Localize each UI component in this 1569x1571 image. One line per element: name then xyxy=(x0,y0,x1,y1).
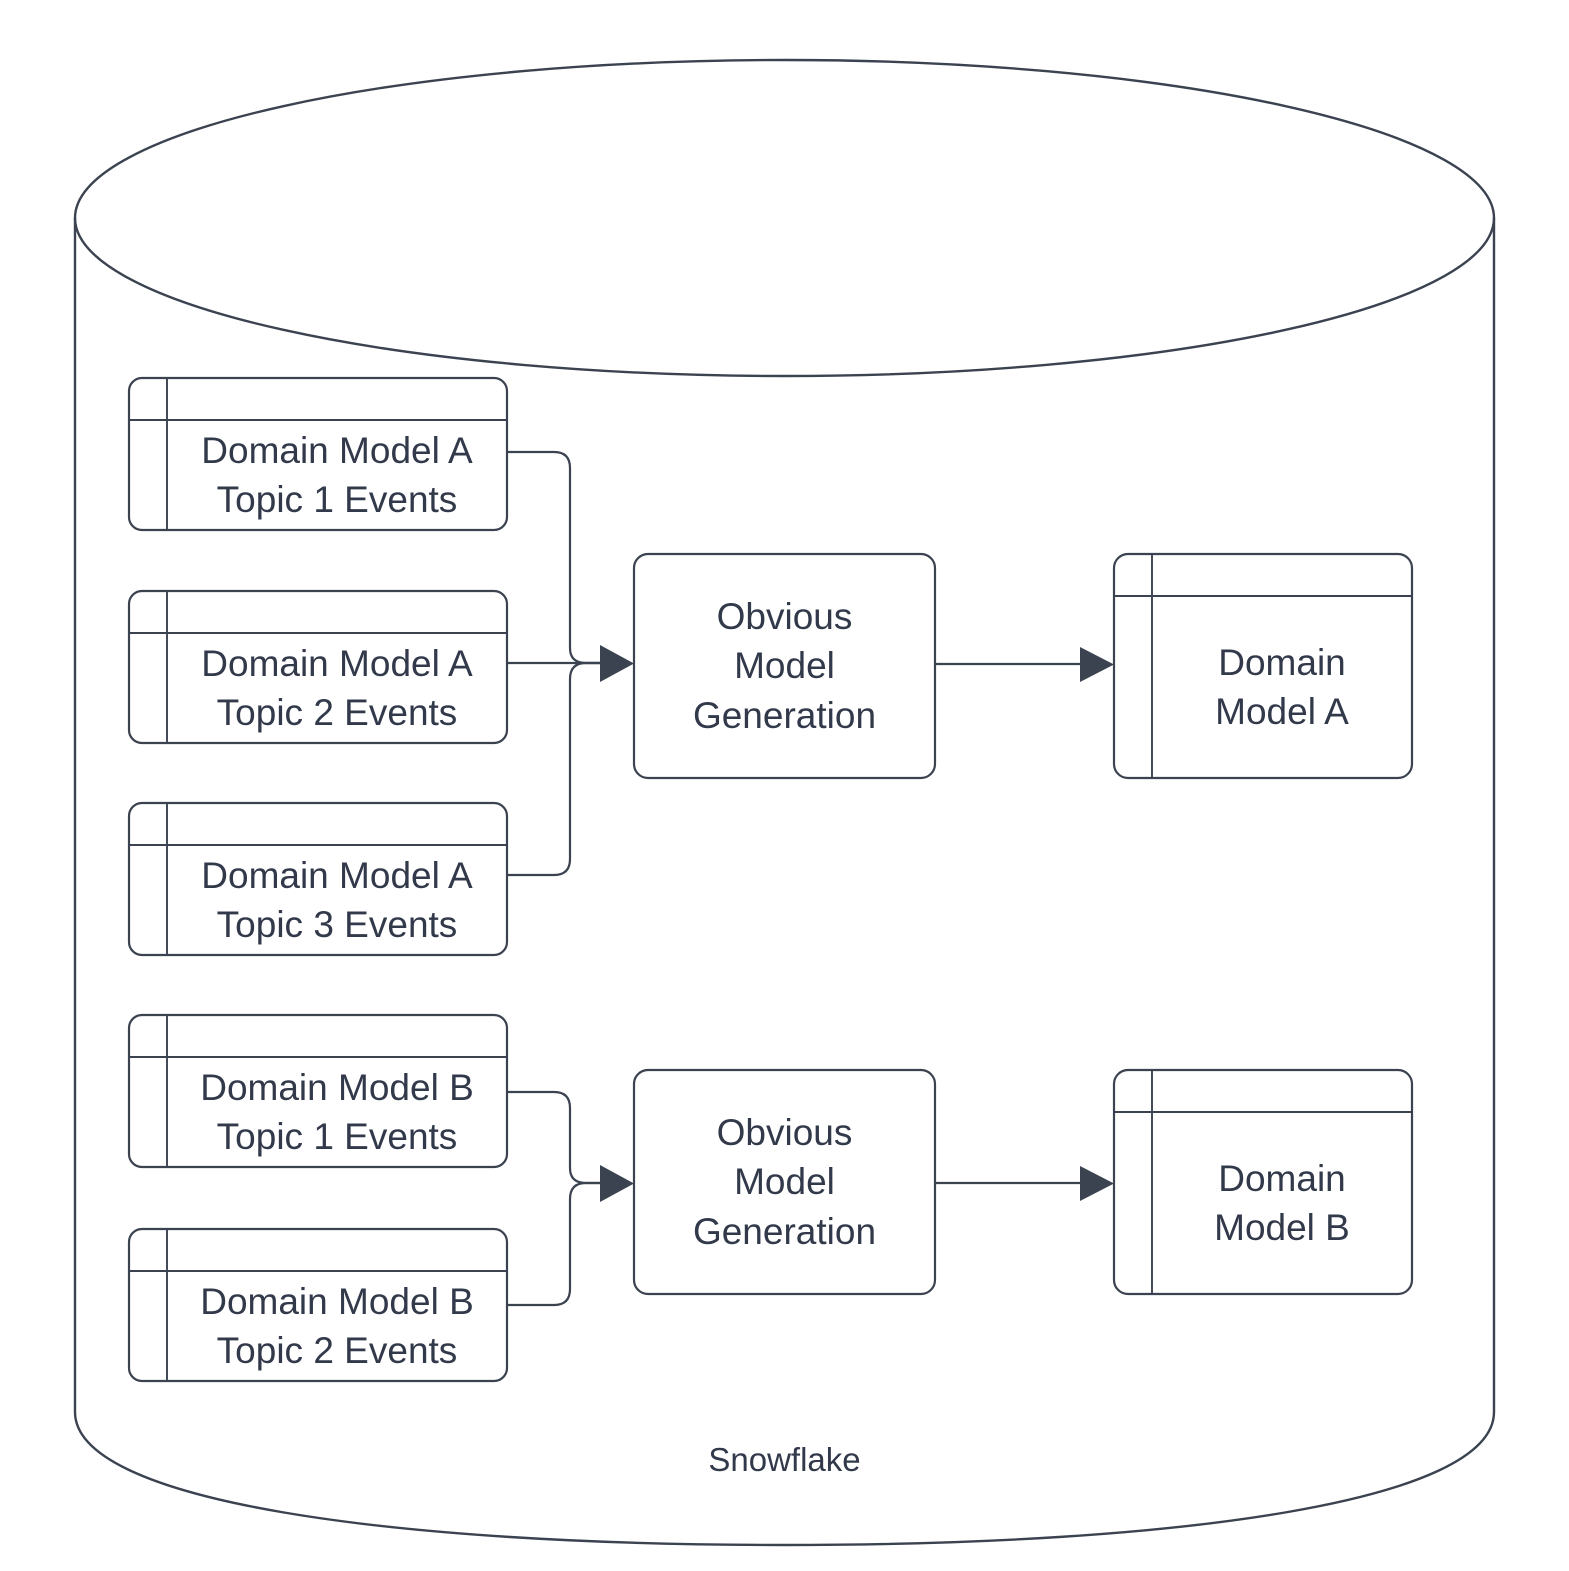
process-shape-obvious-model-generation-b[interactable] xyxy=(632,1068,937,1296)
connector-group-a xyxy=(507,450,634,877)
connector-process-b-to-output-b xyxy=(935,1166,1114,1201)
table-shape-a-topic-3[interactable] xyxy=(127,801,509,957)
table-shape-a-topic-2[interactable] xyxy=(127,589,509,745)
cylinder-caption-snowflake: Snowflake xyxy=(708,1441,861,1478)
process-shape-obvious-model-generation-a[interactable] xyxy=(632,552,937,780)
connector-process-a-to-output-a xyxy=(935,647,1114,682)
table-shape-b-topic-2[interactable] xyxy=(127,1227,509,1383)
table-shape-b-topic-1[interactable] xyxy=(127,1013,509,1169)
table-shape-domain-model-b[interactable] xyxy=(1112,1068,1414,1296)
connector-group-b xyxy=(507,1090,634,1307)
table-shape-a-topic-1[interactable] xyxy=(127,376,509,532)
table-shape-domain-model-a[interactable] xyxy=(1112,552,1414,780)
snowflake-cylinder xyxy=(73,58,1496,1547)
